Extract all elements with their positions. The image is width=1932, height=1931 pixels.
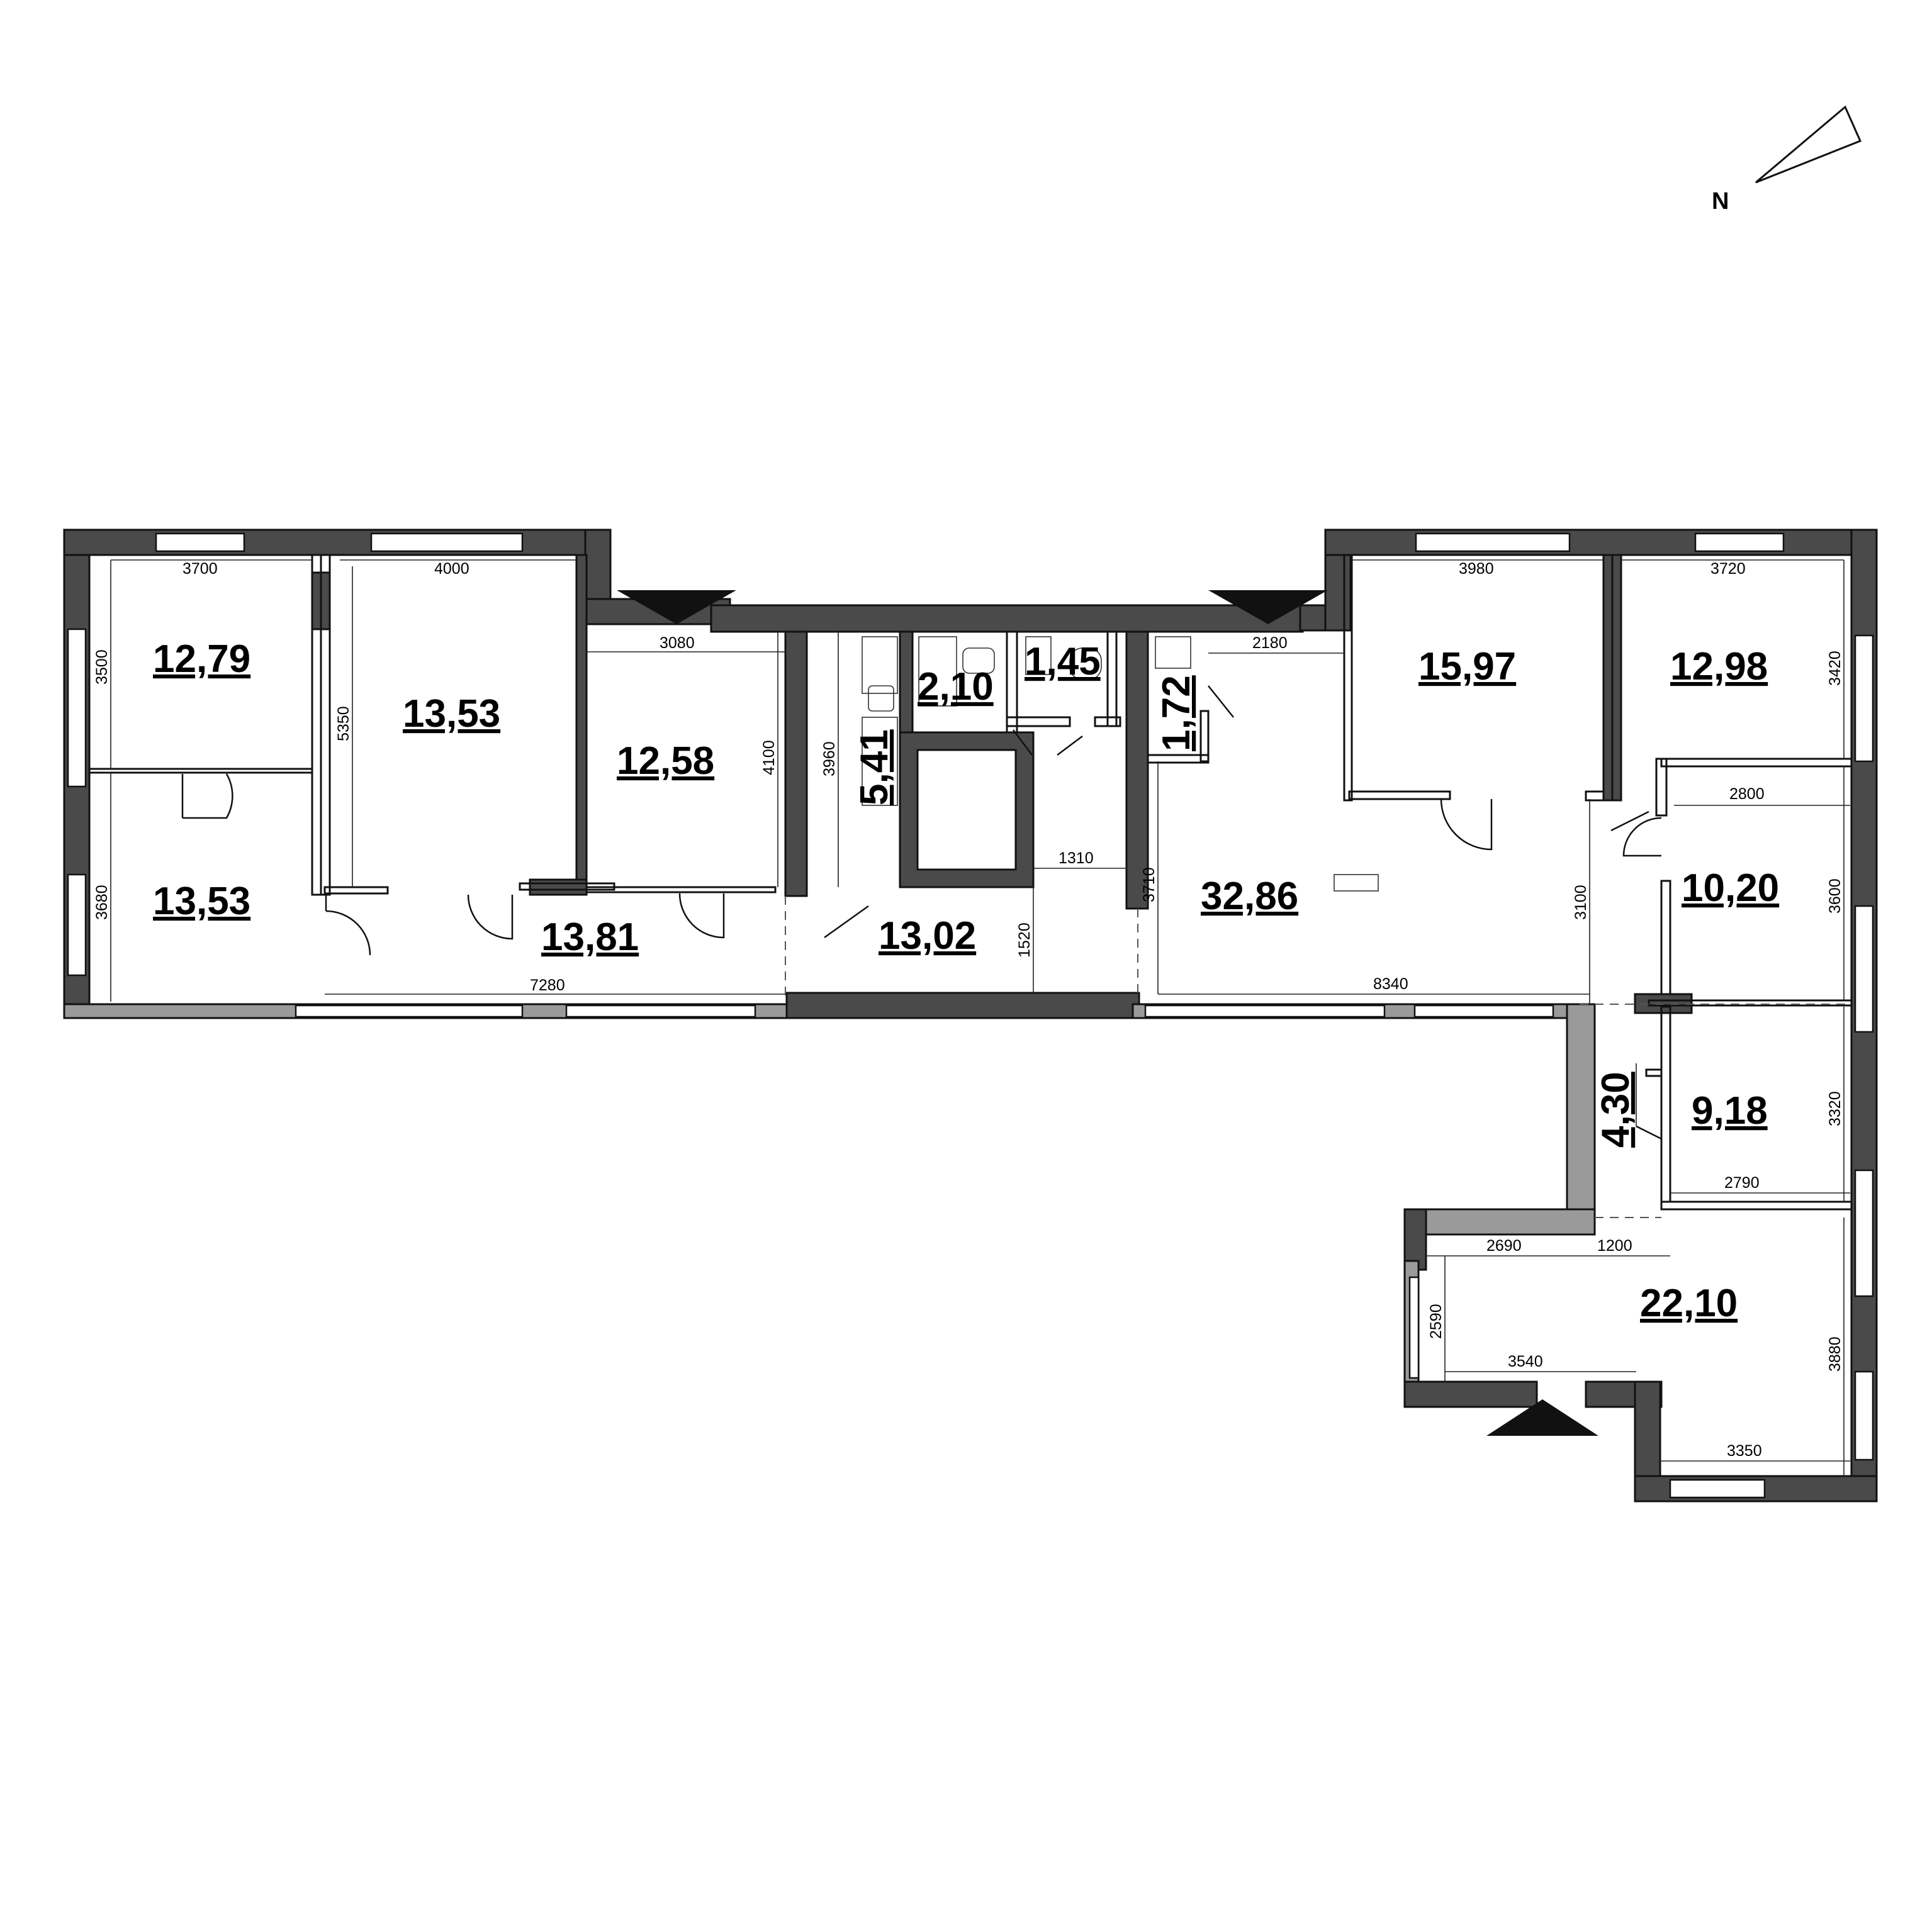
doors (181, 685, 1662, 1140)
room-area-label: 32,86 (1201, 875, 1298, 918)
north-arrow-icon (1755, 105, 1862, 184)
dimension-lines (110, 559, 1850, 1476)
dimension-label: 7280 (530, 977, 565, 994)
room-area-label: 13,81 (541, 915, 639, 959)
room-area-label: 1,45 (1025, 640, 1101, 683)
dimension-label: 3720 (1710, 560, 1746, 578)
room-labels: 12,79 13,53 13,53 12,58 13,81 5,41 2,10 … (153, 637, 1779, 1325)
dimension-label: 2180 (1252, 634, 1288, 652)
room-area-label: 13,53 (403, 692, 500, 736)
entrance-arrows (617, 590, 1598, 1436)
dimension-label: 1200 (1597, 1237, 1632, 1255)
dimension-labels: 3700 4000 3080 3500 5350 4100 3680 7280 … (93, 560, 1844, 1460)
dimension-label: 3100 (1572, 885, 1590, 920)
interior-walls (88, 554, 1853, 1211)
dimension-label: 3710 (1140, 867, 1158, 902)
room-area-label: 9,18 (1692, 1089, 1768, 1133)
fixtures (862, 636, 1379, 892)
room-area-label: 15,97 (1418, 645, 1516, 688)
entrance-arrow-icon (617, 590, 736, 624)
room-area-label: 22,10 (1640, 1282, 1738, 1325)
room-area-label: 2,10 (918, 665, 994, 708)
dimension-label: 3420 (1826, 651, 1844, 686)
dimension-label: 5350 (335, 706, 352, 741)
dimension-label: 3880 (1826, 1336, 1844, 1372)
room-area-label: 13,02 (879, 914, 976, 958)
dimension-label: 1310 (1059, 849, 1094, 867)
room-area-label: 13,53 (153, 880, 250, 923)
dimension-label: 8340 (1373, 975, 1408, 993)
room-area-label: 10,20 (1682, 866, 1779, 910)
dimension-label: 4000 (434, 560, 469, 578)
dimension-label: 3080 (660, 634, 695, 652)
dimension-label: 3320 (1826, 1091, 1844, 1126)
entrance-arrow-icon (1486, 1399, 1598, 1436)
dimension-label: 3500 (93, 649, 111, 685)
room-area-label: 12,98 (1670, 645, 1768, 688)
dimension-label: 2800 (1729, 785, 1765, 803)
dimension-label: 2690 (1486, 1237, 1522, 1255)
north-label: N (1712, 188, 1729, 215)
dimension-label: 1520 (1016, 922, 1033, 958)
room-area-label: 4,30 (1594, 1072, 1637, 1148)
dimension-label: 3540 (1508, 1353, 1543, 1370)
dimension-label: 3350 (1727, 1442, 1762, 1460)
dashed-boundaries (785, 896, 1850, 1218)
dimension-label: 3960 (821, 741, 838, 776)
windows (67, 532, 1874, 1499)
dimension-label: 2790 (1724, 1174, 1760, 1192)
dimension-label: 3680 (93, 885, 111, 920)
room-area-label: 12,58 (617, 739, 714, 783)
dimension-label: 4100 (760, 740, 778, 775)
room-area-label: 5,41 (853, 729, 896, 805)
room-area-label: 12,79 (153, 637, 250, 681)
dimension-label: 3980 (1459, 560, 1494, 578)
dimension-label: 3700 (183, 560, 218, 578)
dimension-label: 2590 (1427, 1304, 1445, 1339)
dimension-label: 3600 (1826, 878, 1844, 914)
entrance-arrow-icon (1208, 590, 1328, 624)
room-area-label: 1,72 (1155, 675, 1198, 751)
